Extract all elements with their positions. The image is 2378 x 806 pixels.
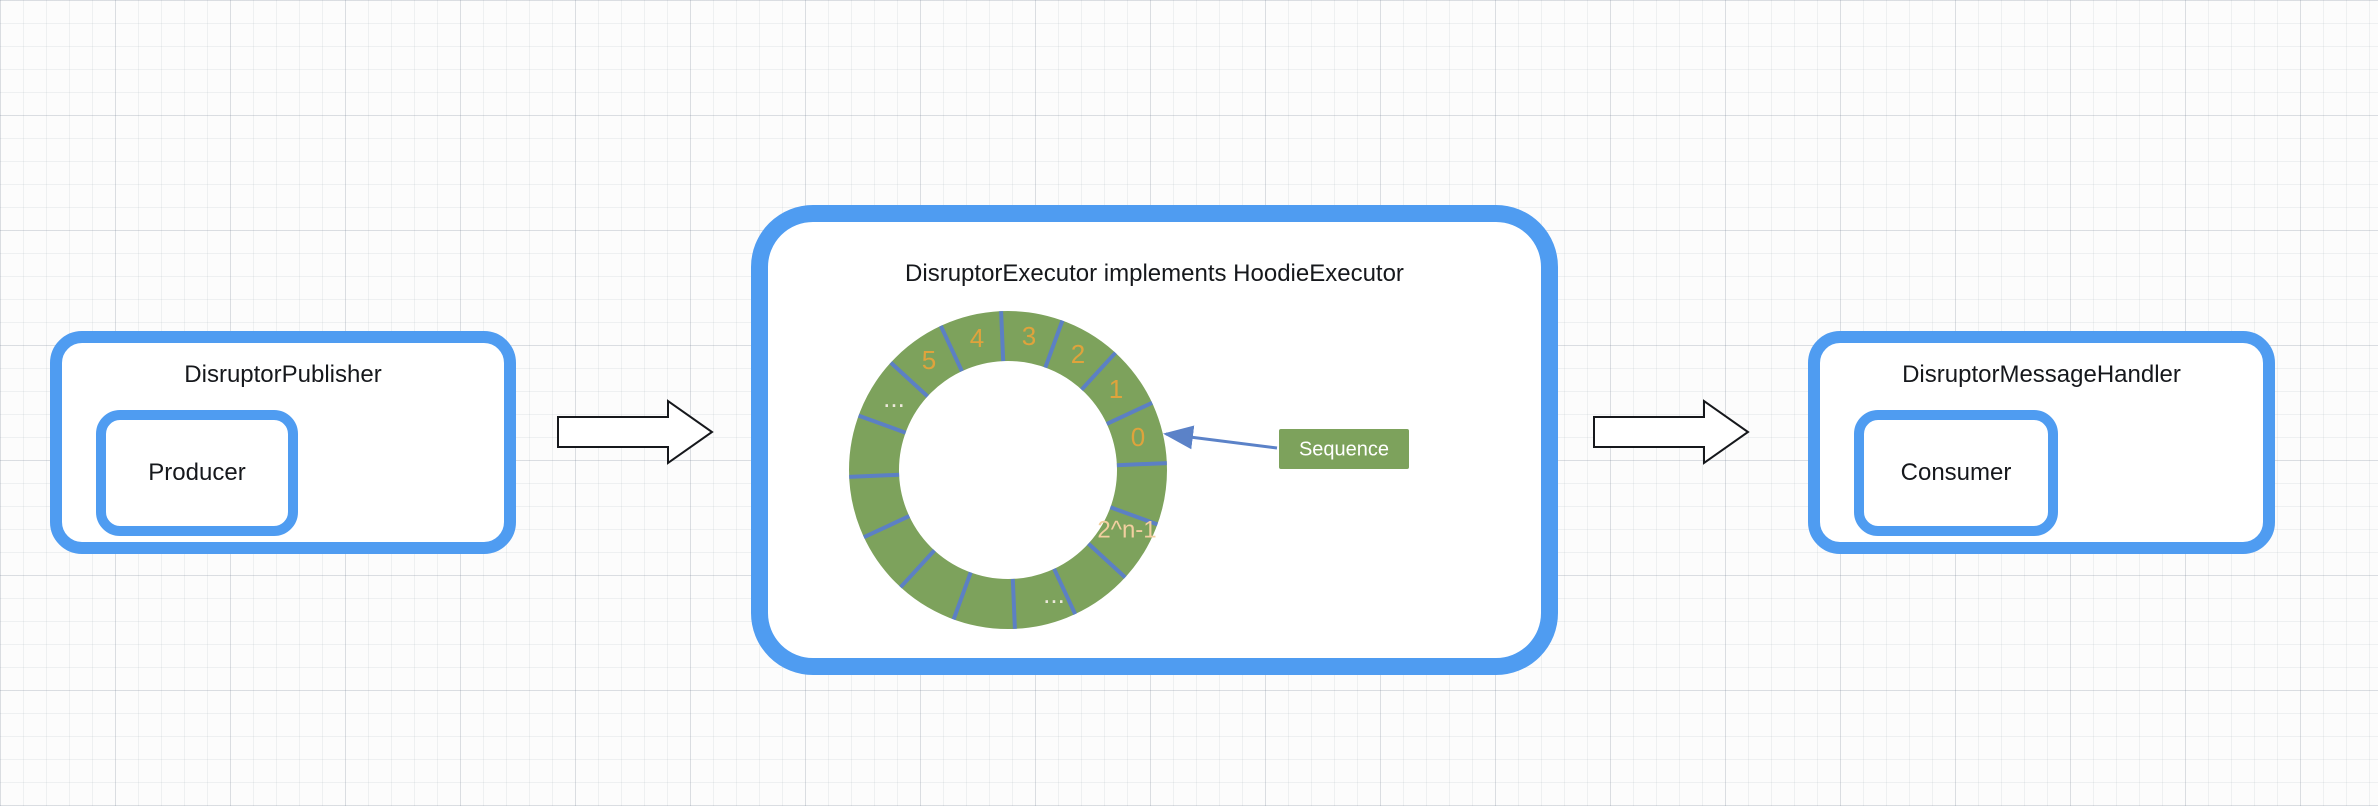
handler-title: DisruptorMessageHandler bbox=[1902, 361, 2181, 388]
sequence-label: Sequence bbox=[1299, 438, 1389, 460]
handler-node: DisruptorMessageHandler Consumer bbox=[1808, 331, 2275, 554]
executor-node: DisruptorExecutor implements HoodieExecu… bbox=[751, 205, 1558, 675]
flow-arrow-icon bbox=[1593, 399, 1750, 465]
ring-slot-label-2: 2 bbox=[1071, 339, 1085, 369]
ring-segment-dividers bbox=[849, 311, 1167, 629]
flow-arrow-shape bbox=[1593, 399, 1750, 465]
ring-wrap-label: 2^n-1 bbox=[1097, 516, 1156, 543]
flow-arrow-icon bbox=[557, 399, 714, 465]
consumer-box: Consumer bbox=[1854, 410, 2058, 536]
ring-slot-label-5: 5 bbox=[922, 345, 936, 375]
ring-slot-label-3: 3 bbox=[1022, 321, 1036, 351]
ring-slot-label-0: 0 bbox=[1131, 422, 1145, 452]
ring-ellipsis-left: ... bbox=[883, 383, 905, 413]
ring-buffer-donut bbox=[849, 311, 1167, 629]
ring-ellipsis-bottom: ... bbox=[1043, 579, 1065, 609]
publisher-title: DisruptorPublisher bbox=[184, 361, 382, 388]
flow-arrow-shape bbox=[557, 399, 714, 465]
consumer-label: Consumer bbox=[1900, 459, 2012, 486]
ring-slot-label-4: 4 bbox=[970, 323, 984, 353]
producer-label: Producer bbox=[148, 459, 246, 486]
publisher-node: DisruptorPublisher Producer bbox=[50, 331, 516, 554]
ring-buffer-graphic: 0 1 2 3 4 5 ... 2^n-1 ... Sequence bbox=[849, 311, 1409, 629]
producer-box: Producer bbox=[96, 410, 298, 536]
ring-slot-label-1: 1 bbox=[1109, 374, 1123, 404]
sequence-box bbox=[1279, 429, 1409, 469]
executor-title: DisruptorExecutor implements HoodieExecu… bbox=[905, 260, 1404, 287]
sequence-pointer-arrow bbox=[1163, 425, 1278, 450]
